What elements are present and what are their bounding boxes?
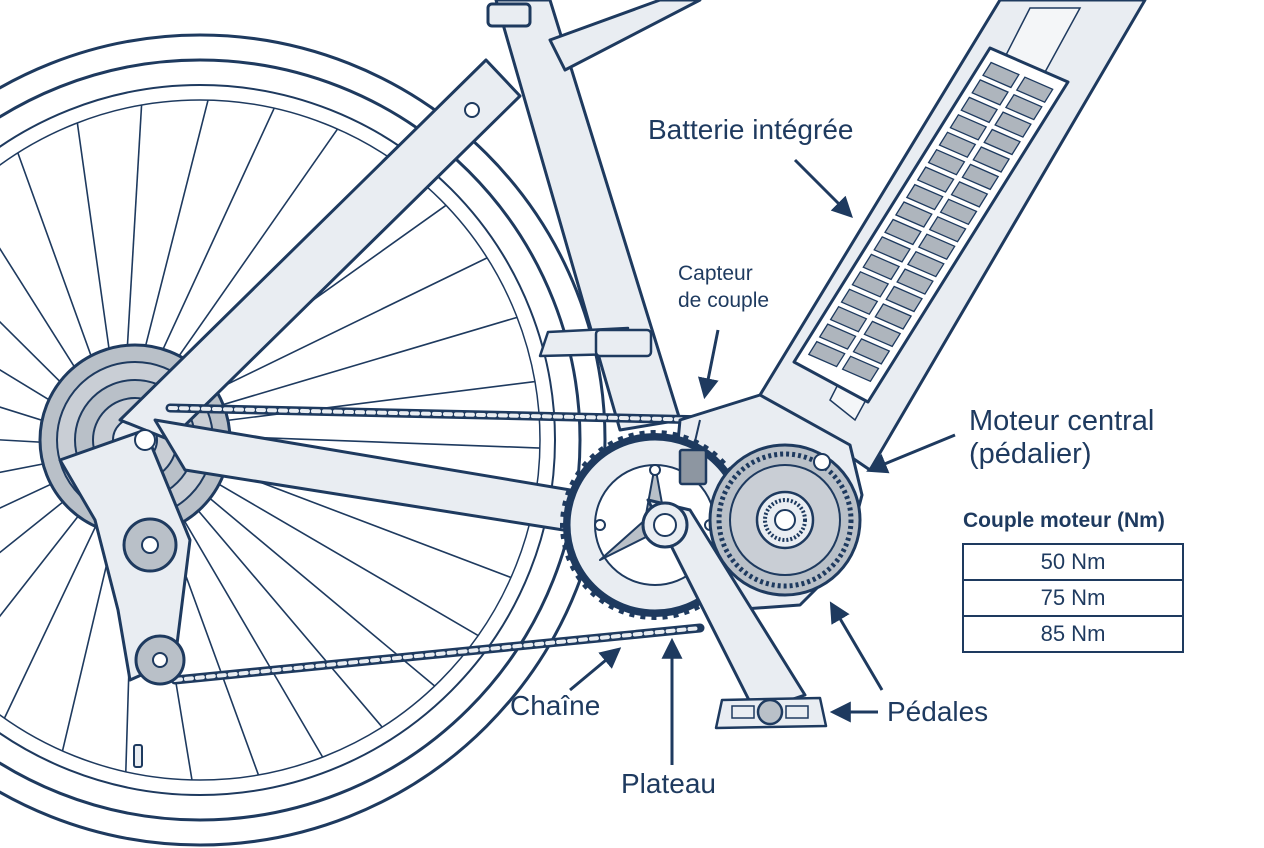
battery-cell [928,215,967,243]
frame-bolt [464,102,480,118]
battery-cell [807,340,846,368]
label-motor: Moteur central (pédalier) [969,405,1154,472]
battery-cell [874,303,913,330]
battery-cell [840,288,879,316]
battery-cell [906,250,945,278]
battery-cell [949,113,988,141]
battery-cell [818,323,857,350]
near-pedal [714,696,828,730]
battery-cell [863,320,902,348]
torque-cell: 50 Nm [962,543,1184,581]
battery-cell [852,338,891,365]
battery-cell [1004,93,1043,121]
battery-cell [829,305,868,333]
battery-cell [983,128,1021,156]
battery-cell [961,163,1000,191]
torque-table-title: Couple moteur (Nm) [963,509,1165,532]
battery-cell [905,183,944,211]
battery-cell [894,201,933,228]
label-motor-line2: (pédalier) [969,438,1092,471]
label-chainring: Plateau [621,768,716,799]
battery-cell [884,218,922,246]
far-pedal [538,326,653,358]
integrated-battery [792,46,1070,404]
table-row: 75 Nm [962,579,1184,617]
seat-tube [494,0,682,432]
battery-cell [938,131,977,159]
rear-derailleur [58,428,192,686]
battery-cell [982,61,1020,89]
label-pedals: Pédales [887,696,989,727]
seat-stay [118,58,522,442]
torque-cell: 85 Nm [962,615,1184,653]
battery-cell [960,96,999,124]
label-motor-line1: Moteur central [969,405,1155,437]
battery-cell [994,111,1032,138]
battery-cell [1015,76,1054,104]
label-torque-sensor-line1: Capteur [678,262,753,285]
top-tube [548,0,702,72]
battery-cell [896,268,934,295]
battery-cell [927,148,966,176]
battery-cell [851,270,890,298]
label-battery: Batterie intégrée [648,114,854,145]
battery-cell [972,146,1011,173]
battery-cell [916,166,955,193]
torque-sensor [678,419,708,486]
battery-cell [885,285,923,313]
torque-table: 50 Nm 75 Nm 85 Nm [962,543,1184,653]
battery-cell [841,355,880,383]
battery-cell [971,79,1009,106]
label-torque-sensor-line2: de couple [678,289,770,313]
battery-cell [873,236,911,263]
valve-stem [133,744,143,768]
battery-cell [917,233,956,261]
table-row: 85 Nm [962,615,1184,653]
label-chain: Chaîne [510,690,601,721]
seat-clamp [486,2,532,28]
callout-arrows [569,158,956,765]
mid-drive-motor [708,443,862,597]
label-torque-sensor: Capteur de couple [678,260,769,315]
chain [165,403,715,685]
battery-cell [939,198,978,226]
torque-cell: 75 Nm [962,579,1184,617]
battery-cell [862,253,901,281]
table-row: 50 Nm [962,543,1184,581]
battery-cell [950,181,989,208]
